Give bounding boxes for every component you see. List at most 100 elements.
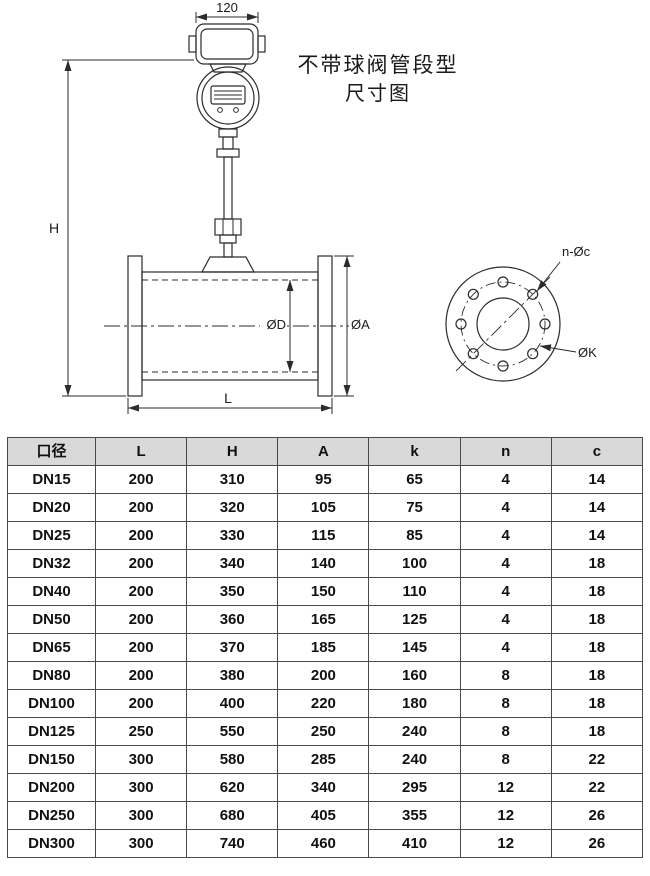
row-label: DN125	[7, 717, 96, 746]
table-cell: 300	[94, 773, 188, 802]
table-cell: 580	[186, 745, 279, 774]
table-cell: 310	[186, 465, 279, 494]
table-cell: 18	[550, 661, 644, 690]
column-header-4: k	[368, 437, 461, 466]
row-label: DN80	[7, 661, 96, 690]
table-cell: 285	[277, 745, 370, 774]
flange-end-view	[445, 266, 561, 382]
table-cell: 300	[94, 801, 188, 830]
table-cell: 200	[277, 661, 370, 690]
column-header-5: n	[459, 437, 552, 466]
table-cell: 200	[94, 521, 188, 550]
label-backer	[260, 317, 287, 332]
table-cell: 8	[459, 717, 552, 746]
table-cell: 22	[550, 773, 644, 802]
table-cell: 18	[550, 577, 644, 606]
table-cell: 12	[459, 801, 552, 830]
table-cell: 340	[277, 773, 370, 802]
table-cell: 4	[459, 465, 552, 494]
table-cell: 380	[186, 661, 279, 690]
table-cell: 12	[459, 829, 552, 858]
table-cell: 240	[368, 745, 461, 774]
table-cell: 200	[94, 661, 188, 690]
table-cell: 4	[459, 521, 552, 550]
table-cell: 250	[277, 717, 370, 746]
table-cell: 8	[459, 745, 552, 774]
table-cell: 14	[550, 521, 644, 550]
table-cell: 18	[550, 633, 644, 662]
table-cell: 18	[550, 549, 644, 578]
row-label: DN15	[7, 465, 96, 494]
table-cell: 18	[550, 605, 644, 634]
table-cell: 4	[459, 493, 552, 522]
table-cell: 185	[277, 633, 370, 662]
label-backer	[349, 317, 377, 332]
bolt-holes-leader-line	[536, 261, 561, 292]
table-cell: 400	[186, 689, 279, 718]
row-label: DN65	[7, 633, 96, 662]
table-cell: 8	[459, 689, 552, 718]
table-cell: 14	[550, 493, 644, 522]
table-cell: 200	[94, 577, 188, 606]
diagram-title-line1: 不带球阀管段型	[298, 54, 459, 77]
table-cell: 355	[368, 801, 461, 830]
table-cell: 8	[459, 661, 552, 690]
table-cell: 680	[186, 801, 279, 830]
table-cell: 330	[186, 521, 279, 550]
table-cell: 100	[368, 549, 461, 578]
table-cell: 150	[277, 577, 370, 606]
diagram-title-line2: 尺寸图	[345, 82, 411, 105]
table-cell: 340	[186, 549, 279, 578]
table-cell: 200	[94, 549, 188, 578]
table-cell: 165	[277, 605, 370, 634]
table-cell: 460	[277, 829, 370, 858]
column-header-0: 口径	[7, 437, 96, 466]
table-cell: 140	[277, 549, 370, 578]
table-cell: 620	[186, 773, 279, 802]
row-label: DN200	[7, 773, 96, 802]
table-cell: 350	[186, 577, 279, 606]
table-cell: 26	[550, 829, 644, 858]
table-cell: 4	[459, 577, 552, 606]
bolt-circle-label: ØK	[578, 345, 597, 360]
table-cell: 200	[94, 493, 188, 522]
row-label: DN150	[7, 745, 96, 774]
table-cell: 22	[550, 745, 644, 774]
column-header-2: H	[186, 437, 279, 466]
row-label: DN20	[7, 493, 96, 522]
table-cell: 85	[368, 521, 461, 550]
table-cell: 320	[186, 493, 279, 522]
table-cell: 14	[550, 465, 644, 494]
table-cell: 740	[186, 829, 279, 858]
row-label: DN100	[7, 689, 96, 718]
table-cell: 18	[550, 717, 644, 746]
row-label: DN250	[7, 801, 96, 830]
flange-centerline	[455, 276, 551, 372]
dimension-lines	[62, 12, 354, 414]
row-label: DN25	[7, 521, 96, 550]
table-cell: 160	[368, 661, 461, 690]
table-cell: 65	[368, 465, 461, 494]
table-cell: 200	[94, 689, 188, 718]
column-header-6: c	[550, 437, 644, 466]
table-cell: 300	[94, 745, 188, 774]
table-cell: 105	[277, 493, 370, 522]
table-cell: 200	[94, 605, 188, 634]
table-cell: 405	[277, 801, 370, 830]
column-header-1: L	[94, 437, 188, 466]
